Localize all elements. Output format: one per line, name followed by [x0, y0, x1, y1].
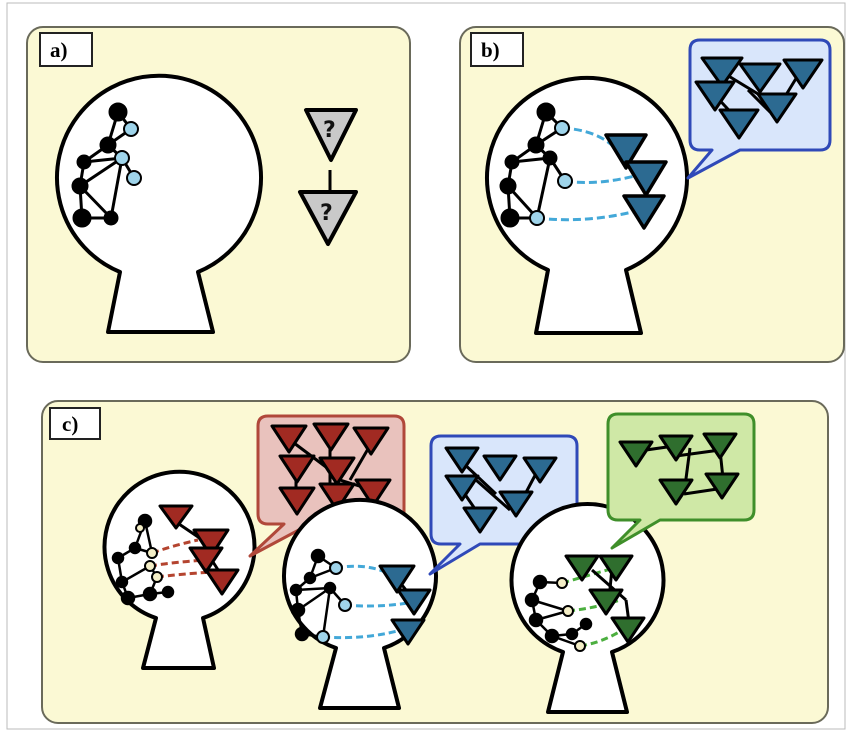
concept-triangle-icon — [738, 62, 782, 94]
panel-c: c) — [41, 400, 829, 724]
neural-network-icon — [111, 513, 175, 606]
concept-triangle-icon — [318, 456, 356, 486]
concept-triangle-icon — [588, 588, 624, 616]
concept-triangle-icon — [700, 56, 744, 88]
head-green — [509, 502, 666, 714]
concept-triangle-icon — [204, 568, 240, 596]
concept-triangle-icon — [598, 554, 634, 582]
panel-b: b) — [459, 26, 845, 363]
panel-c-label-box — [49, 407, 101, 440]
panel-a: a) — [26, 26, 411, 363]
concept-triangle-icon — [658, 434, 694, 462]
question-mark-2: ? — [320, 201, 333, 226]
concept-triangle-icon — [498, 490, 534, 518]
concept-triangle-icon — [378, 564, 416, 594]
concept-triangle-icon — [610, 616, 646, 644]
concept-triangle-icon — [522, 456, 558, 484]
concept-triangle-icon — [618, 440, 654, 468]
concept-triangle-icon — [352, 426, 390, 456]
concept-triangle-icon — [702, 432, 738, 460]
concept-triangle-icon — [624, 160, 668, 197]
panel-a-label: a) — [50, 38, 68, 62]
concept-triangle-icon — [270, 424, 308, 454]
concept-triangle-icon — [278, 454, 316, 484]
panel-c-label: c) — [62, 412, 78, 436]
concept-triangle-icon — [188, 546, 224, 574]
unknown-concepts: ? ? — [298, 108, 358, 246]
concept-triangle-icon — [298, 190, 358, 246]
concept-triangle-icon — [658, 478, 694, 506]
concept-triangle-icon — [192, 528, 230, 558]
head-red — [102, 469, 257, 670]
concept-triangle-icon — [694, 80, 736, 112]
concept-triangle-icon — [564, 554, 600, 582]
concept-triangle-icon — [604, 133, 648, 170]
concept-triangle-icon — [782, 58, 824, 90]
concept-cluster — [564, 554, 646, 644]
neural-network-icon — [289, 548, 352, 644]
concept-triangle-icon — [396, 588, 432, 616]
concept-triangle-icon — [444, 474, 480, 502]
concept-triangle-icon — [278, 486, 316, 516]
concept-triangle-icon — [462, 506, 498, 534]
concept-triangle-icon — [444, 446, 480, 474]
concept-triangle-icon — [158, 504, 194, 530]
speech-bubble-icon — [686, 38, 832, 180]
concept-triangle-icon — [756, 92, 798, 124]
concept-triangle-icon — [718, 108, 760, 140]
neural-network-icon — [499, 102, 573, 228]
concept-triangle-icon — [704, 472, 740, 500]
panel-a-label-box — [39, 32, 93, 67]
concept-triangle-icon — [482, 454, 518, 482]
concept-triangle-icon — [312, 422, 350, 452]
concept-triangle-icon — [304, 108, 358, 162]
panel-b-label-box — [470, 32, 524, 67]
head-blue — [282, 497, 438, 710]
concept-cluster — [604, 133, 668, 230]
concept-triangle-icon — [622, 194, 666, 230]
panel-b-label: b) — [481, 38, 500, 62]
concept-triangle-icon — [318, 482, 356, 512]
concept-cluster — [378, 564, 432, 646]
speech-bubble-icon — [606, 412, 756, 550]
neural-network-icon — [524, 574, 593, 652]
concept-triangle-icon — [354, 478, 392, 508]
neural-network-icon — [71, 102, 142, 228]
question-mark-1: ? — [323, 118, 336, 143]
concept-cluster — [158, 504, 240, 596]
concept-triangle-icon — [390, 618, 426, 646]
